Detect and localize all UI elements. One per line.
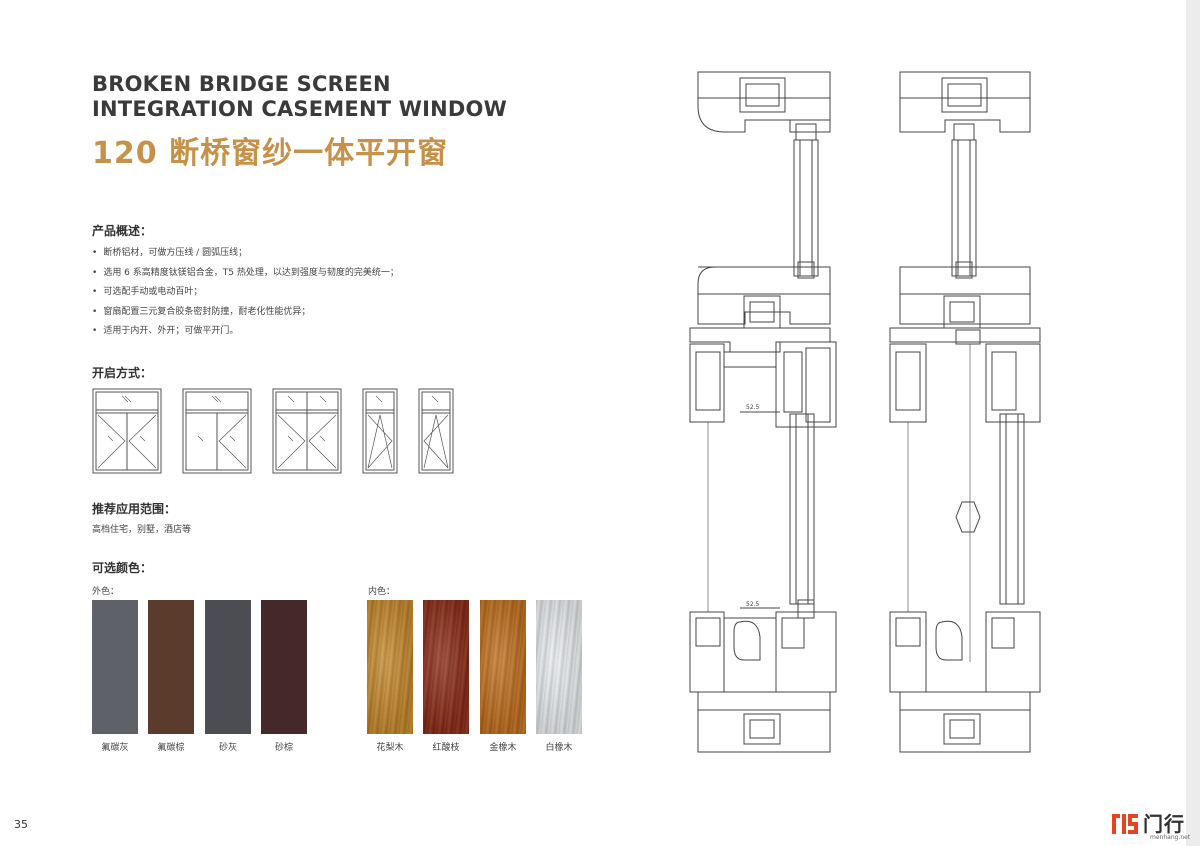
logo-domain: menhang.net [1150, 834, 1191, 841]
english-title-line-2: INTEGRATION CASEMENT WINDOW [92, 97, 507, 121]
swatch-inner-2 [423, 600, 469, 734]
swatch-outer-1-name: 氟碳灰 [101, 743, 129, 753]
page-number: 35 [14, 818, 28, 831]
opening-diagram-3 [272, 388, 342, 474]
chinese-title: 120 断桥窗纱一体平开窗 [92, 136, 449, 171]
swatch-inner-1-name: 花梨木 [376, 743, 404, 753]
overview-item: 断桥铝材，可做方压线 / 圆弧压线； [92, 244, 399, 264]
page-edge [1186, 0, 1200, 846]
swatch-inner-3 [480, 600, 526, 734]
overview-item: 适用于内开、外开；可做平开门。 [92, 322, 399, 342]
overview-item: 窗扇配置三元复合胶条密封防撞，耐老化性能优异； [92, 303, 399, 323]
scope-heading: 推荐应用范围： [92, 502, 177, 516]
inner-color-label: 内色： [368, 587, 396, 597]
swatch-outer-4 [261, 600, 307, 734]
scope-text: 高档住宅，别墅，酒店等 [92, 525, 192, 535]
swatch-inner-3-name: 金橡木 [489, 743, 517, 753]
swatch-inner-4 [536, 600, 582, 734]
opening-diagram-2 [182, 388, 252, 474]
overview-heading: 产品概述： [92, 224, 153, 238]
swatch-outer-3-name: 砂灰 [218, 743, 237, 753]
swatch-outer-3 [205, 600, 251, 734]
swatch-outer-2-name: 氟碳棕 [157, 743, 185, 753]
dimension-label-upper: 52.5 [746, 404, 760, 411]
right-section [889, 71, 1041, 753]
logo-mark-icon [1112, 814, 1138, 834]
english-title-line-1: BROKEN BRIDGE SCREEN [92, 72, 391, 96]
opening-heading: 开启方式： [92, 366, 153, 380]
english-title: BROKEN BRIDGE SCREEN INTEGRATION CASEMEN… [92, 72, 507, 122]
swatch-outer-4-name: 砂棕 [274, 743, 293, 753]
profile-section-drawing: 52.5 52.5 [689, 71, 1041, 753]
colors-heading: 可选颜色： [92, 561, 153, 575]
opening-diagram-1 [92, 388, 162, 474]
opening-diagram-5 [418, 388, 454, 474]
swatch-inner-2-name: 红酸枝 [432, 743, 460, 753]
site-logo: 门行 menhang.net [1110, 806, 1190, 844]
dimension-label-lower: 52.5 [746, 601, 760, 608]
logo-text: 门行 [1143, 812, 1185, 836]
overview-item: 可选配手动或电动百叶； [92, 283, 399, 303]
outer-color-label: 外色： [92, 587, 120, 597]
swatch-outer-2 [148, 600, 194, 734]
opening-diagram-4 [362, 388, 398, 474]
overview-list: 断桥铝材，可做方压线 / 圆弧压线； 选用 6 系高精度钛镁铝合金，T5 热处理… [92, 244, 399, 342]
left-section: 52.5 52.5 [689, 71, 837, 753]
overview-item: 选用 6 系高精度钛镁铝合金，T5 热处理，以达到强度与韧度的完美统一； [92, 264, 399, 284]
swatch-outer-1 [92, 600, 138, 734]
swatch-inner-4-name: 白橡木 [545, 743, 573, 753]
swatch-inner-1 [367, 600, 413, 734]
